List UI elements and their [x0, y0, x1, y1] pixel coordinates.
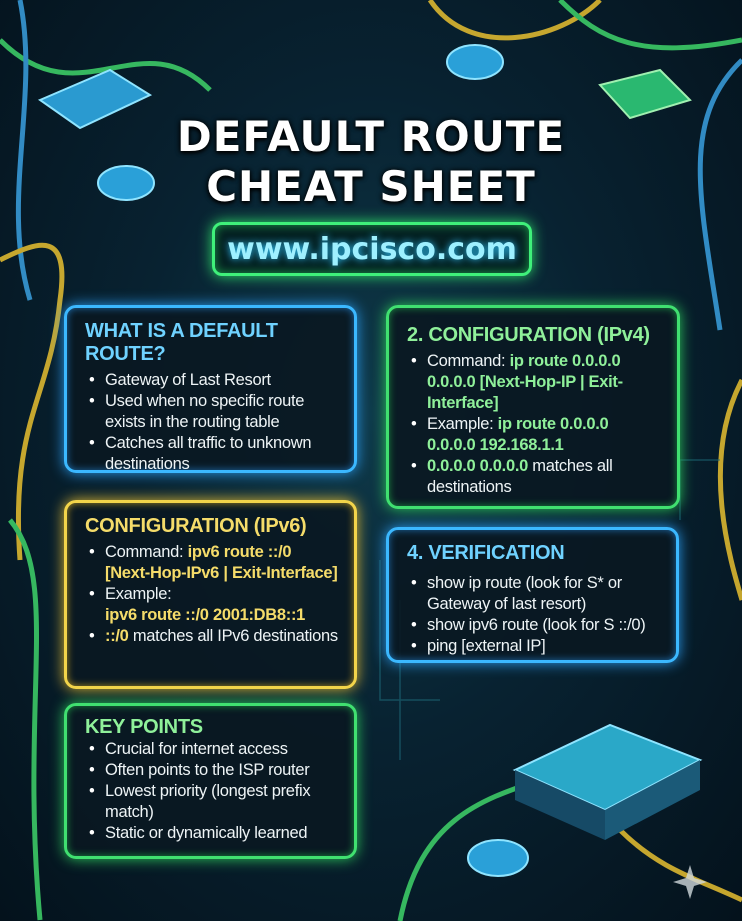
list-item: Used when no specific route exists in th… — [89, 391, 338, 433]
card-heading: WHAT IS A DEFAULT ROUTE? — [85, 320, 278, 365]
label: Example: — [105, 585, 172, 603]
sparkle-icon — [673, 865, 707, 899]
list-item: Often points to the ISP router — [89, 760, 338, 781]
list-item: 0.0.0.0 0.0.0.0 matches all destinations — [411, 456, 661, 498]
command: ip route 0.0.0.0 0.0.0.0 [Next-Hop-IP | … — [427, 352, 623, 412]
card-what-is: WHAT IS A DEFAULT ROUTE? Gateway of Last… — [64, 305, 357, 473]
list-item: Gateway of Last Resort — [89, 370, 338, 391]
list-item: show ip route (look for S* or Gateway of… — [411, 573, 660, 615]
text: matches all destinations — [427, 457, 613, 496]
list-item: Command: ipv6 route ::/0 [Next-Hop-IPv6 … — [89, 542, 338, 584]
list-item: ping [external IP] — [411, 636, 660, 657]
list-item: Example:ipv6 route ::/0 2001:DB8::1 — [89, 584, 338, 626]
match-value: 0.0.0.0 0.0.0.0 — [427, 457, 529, 475]
text: matches all IPv6 destinations — [128, 627, 338, 645]
card-key-points: KEY POINTS Crucial for internet access O… — [64, 703, 357, 859]
list-item: Crucial for internet access — [89, 739, 338, 760]
list-item: Lowest priority (longest prefix match) — [89, 781, 338, 823]
website-link[interactable]: www.ipcisco.com — [212, 222, 532, 276]
title-line-2: CHEAT SHEET — [206, 162, 536, 211]
card-ipv4-config: 2. CONFIGURATION (IPv4) Command: ip rout… — [386, 305, 680, 509]
website-url: www.ipcisco.com — [227, 231, 517, 267]
card-heading: 2. CONFIGURATION (IPv4) — [407, 324, 650, 346]
label: Command: — [105, 543, 188, 561]
card-verification: 4. VERIFICATION show ip route (look for … — [386, 527, 679, 663]
example: ip route 0.0.0.0 0.0.0.0 192.168.1.1 — [427, 415, 609, 454]
router-icon — [97, 44, 529, 877]
list-item: Catches all traffic to unknown destinati… — [89, 433, 338, 475]
list-item: Command: ip route 0.0.0.0 0.0.0.0 [Next-… — [411, 351, 661, 414]
card-heading: 4. VERIFICATION — [407, 542, 565, 564]
card-ipv6-config: CONFIGURATION (IPv6) Command: ipv6 route… — [64, 500, 357, 689]
label: Example: — [427, 415, 498, 433]
example: ipv6 route ::/0 2001:DB8::1 — [105, 606, 306, 624]
match-value: ::/0 — [105, 627, 129, 645]
list-item: Example: ip route 0.0.0.0 0.0.0.0 192.16… — [411, 414, 661, 456]
title-line-1: DEFAULT ROUTE — [176, 112, 566, 161]
list-item: show ipv6 route (look for S ::/0) — [411, 615, 660, 636]
card-heading: KEY POINTS — [85, 716, 203, 738]
list-item: ::/0 matches all IPv6 destinations — [89, 626, 338, 647]
list-item: Static or dynamically learned — [89, 823, 338, 844]
command: ipv6 route ::/0 [Next-Hop-IPv6 | Exit-In… — [105, 543, 338, 582]
card-heading: CONFIGURATION (IPv6) — [85, 515, 307, 537]
label: Command: — [427, 352, 510, 370]
switch-icon — [37, 68, 703, 840]
